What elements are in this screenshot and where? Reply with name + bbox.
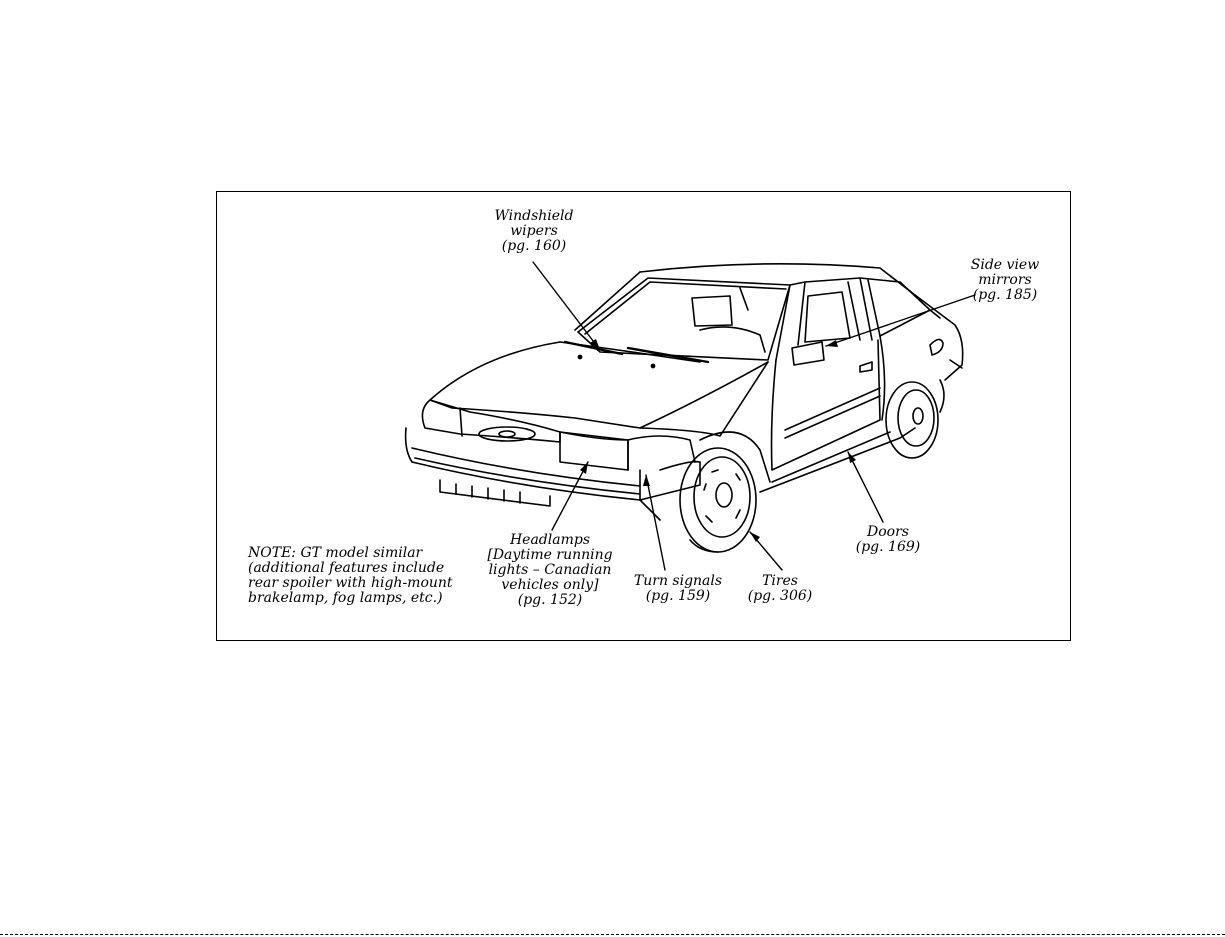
label-line: Windshield [470, 209, 598, 224]
label-line: (pg. 152) [470, 593, 630, 608]
label-line: Tires [740, 574, 820, 589]
label-line: Doors [848, 525, 928, 540]
turn-signals-label: Turn signals (pg. 159) [622, 574, 734, 604]
note-line: rear spoiler with high-mount [248, 576, 478, 591]
label-line: lights – Canadian [470, 563, 630, 578]
hood [430, 342, 768, 428]
rear-tire [886, 382, 938, 458]
tires-label: Tires (pg. 306) [740, 574, 820, 604]
note-line: NOTE: GT model similar [248, 546, 478, 561]
label-line: vehicles only] [470, 578, 630, 593]
emblem [479, 427, 535, 441]
note-line: brakelamp, fog lamps, etc.) [248, 591, 478, 606]
label-line: (pg. 159) [622, 589, 734, 604]
front-bumper [406, 428, 700, 500]
label-line: mirrors [955, 273, 1055, 288]
label-line: Side view [955, 258, 1055, 273]
doors-label: Doors (pg. 169) [848, 525, 928, 555]
label-line: wipers [470, 224, 598, 239]
label-line: Turn signals [622, 574, 734, 589]
label-line: (pg. 160) [470, 239, 598, 254]
windshield-wipers-label: Windshield wipers (pg. 160) [470, 209, 598, 254]
note-line: (additional features include [248, 561, 478, 576]
side-view-mirrors-label: Side view mirrors (pg. 185) [955, 258, 1055, 303]
label-line: (pg. 185) [955, 288, 1055, 303]
gt-model-note: NOTE: GT model similar (additional featu… [248, 546, 478, 606]
front-door [772, 340, 881, 470]
label-line: Headlamps [470, 533, 630, 548]
side-mirror [792, 342, 824, 365]
wiper-right [628, 348, 708, 362]
label-line: (pg. 306) [740, 589, 820, 604]
fuel-door [930, 339, 943, 355]
headlamps-label: Headlamps [Daytime running lights – Cana… [470, 533, 630, 608]
label-line: (pg. 169) [848, 540, 928, 555]
page-edge-rule [0, 934, 1225, 935]
label-line: [Daytime running [470, 548, 630, 563]
windshield [578, 278, 790, 360]
